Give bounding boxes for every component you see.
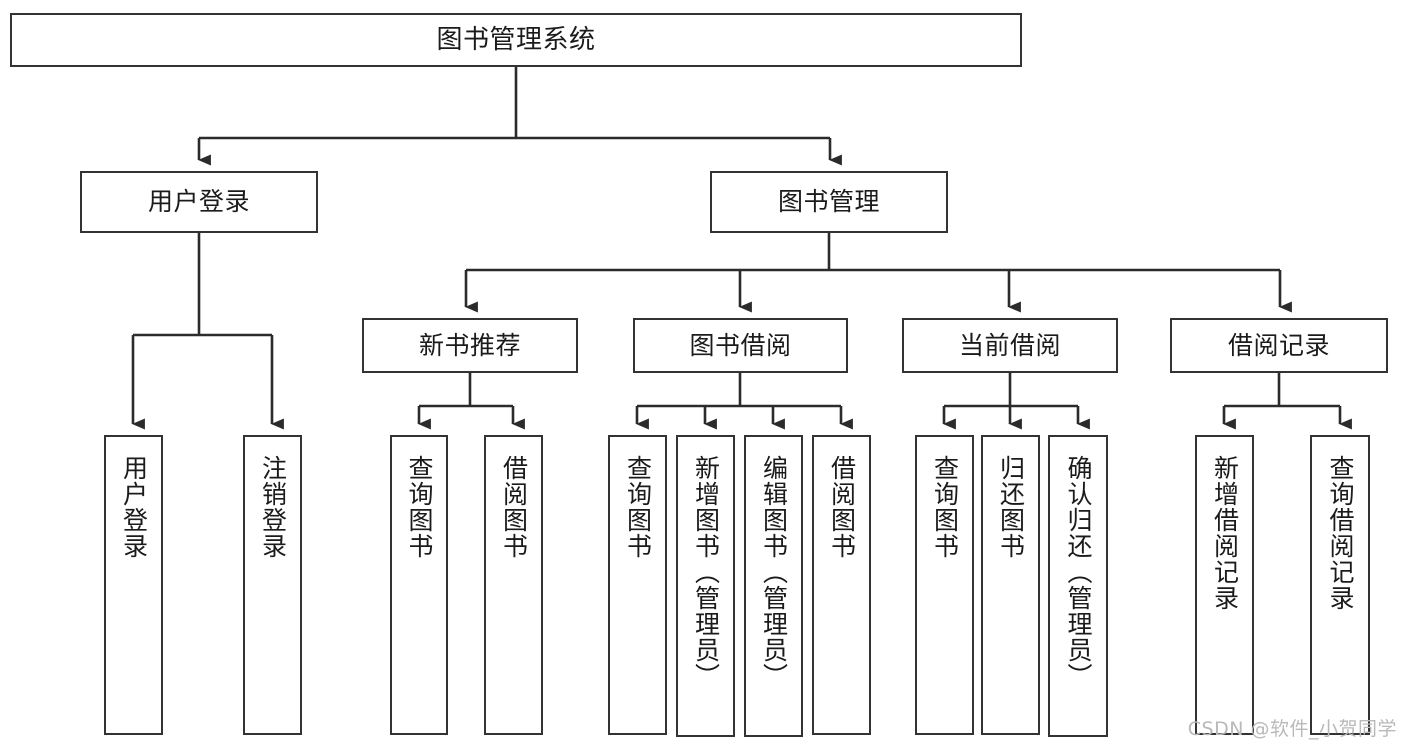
node-leaf-query-books-current[interactable]: 查询图书 <box>915 435 974 735</box>
node-root-system[interactable]: 图书管理系统 <box>10 13 1022 67</box>
node-leaf-query-books-borrow[interactable]: 查询图书 <box>608 435 667 735</box>
node-leaf-query-books-recommend[interactable]: 查询图书 <box>390 435 448 735</box>
node-label: 查询图书 <box>405 455 434 559</box>
node-leaf-return-books[interactable]: 归还图书 <box>981 435 1040 735</box>
node-label: 查询借阅记录 <box>1326 455 1355 611</box>
node-leaf-query-borrow-record[interactable]: 查询借阅记录 <box>1310 435 1370 735</box>
node-label: 查询图书 <box>623 455 653 559</box>
node-leaf-confirm-return-admin[interactable]: 确认归还（管理员） <box>1048 435 1108 737</box>
node-label: 图书借阅 <box>689 330 792 360</box>
node-label: 借阅图书 <box>499 455 529 559</box>
csdn-watermark: CSDN @软件_小贺同学 <box>1187 718 1397 740</box>
node-label: 编辑图书（管理员） <box>759 455 789 689</box>
node-label: 注销登录 <box>258 455 288 559</box>
node-label: 新书推荐 <box>418 330 521 360</box>
node-label: 新增图书（管理员） <box>691 455 721 689</box>
node-leaf-add-borrow-record[interactable]: 新增借阅记录 <box>1195 435 1254 735</box>
node-label: 确认归还（管理员） <box>1064 455 1093 689</box>
node-label: 图书管理 <box>777 187 880 217</box>
node-label: 查询图书 <box>930 455 960 559</box>
node-label: 新增借阅记录 <box>1210 455 1240 611</box>
node-leaf-logout[interactable]: 注销登录 <box>243 435 302 735</box>
node-borrow-records[interactable]: 借阅记录 <box>1170 318 1388 373</box>
node-leaf-borrow-books[interactable]: 借阅图书 <box>812 435 871 735</box>
node-label: 借阅记录 <box>1227 330 1330 360</box>
node-label: 用户登录 <box>119 455 149 559</box>
node-root-label: 图书管理系统 <box>436 24 596 55</box>
node-leaf-edit-book-admin[interactable]: 编辑图书（管理员） <box>744 435 803 737</box>
node-leaf-user-login[interactable]: 用户登录 <box>104 435 163 735</box>
node-label: 借阅图书 <box>827 455 857 559</box>
node-label: 当前借阅 <box>958 330 1061 360</box>
node-book-borrow[interactable]: 图书借阅 <box>633 318 848 373</box>
node-leaf-borrow-books-recommend[interactable]: 借阅图书 <box>484 435 543 735</box>
node-leaf-add-book-admin[interactable]: 新增图书（管理员） <box>676 435 735 737</box>
node-book-management[interactable]: 图书管理 <box>710 171 948 233</box>
node-current-borrow[interactable]: 当前借阅 <box>902 318 1118 373</box>
node-new-book-recommend[interactable]: 新书推荐 <box>362 318 578 373</box>
node-user-login[interactable]: 用户登录 <box>80 171 318 233</box>
node-label: 用户登录 <box>147 187 250 217</box>
node-label: 归还图书 <box>996 455 1026 559</box>
